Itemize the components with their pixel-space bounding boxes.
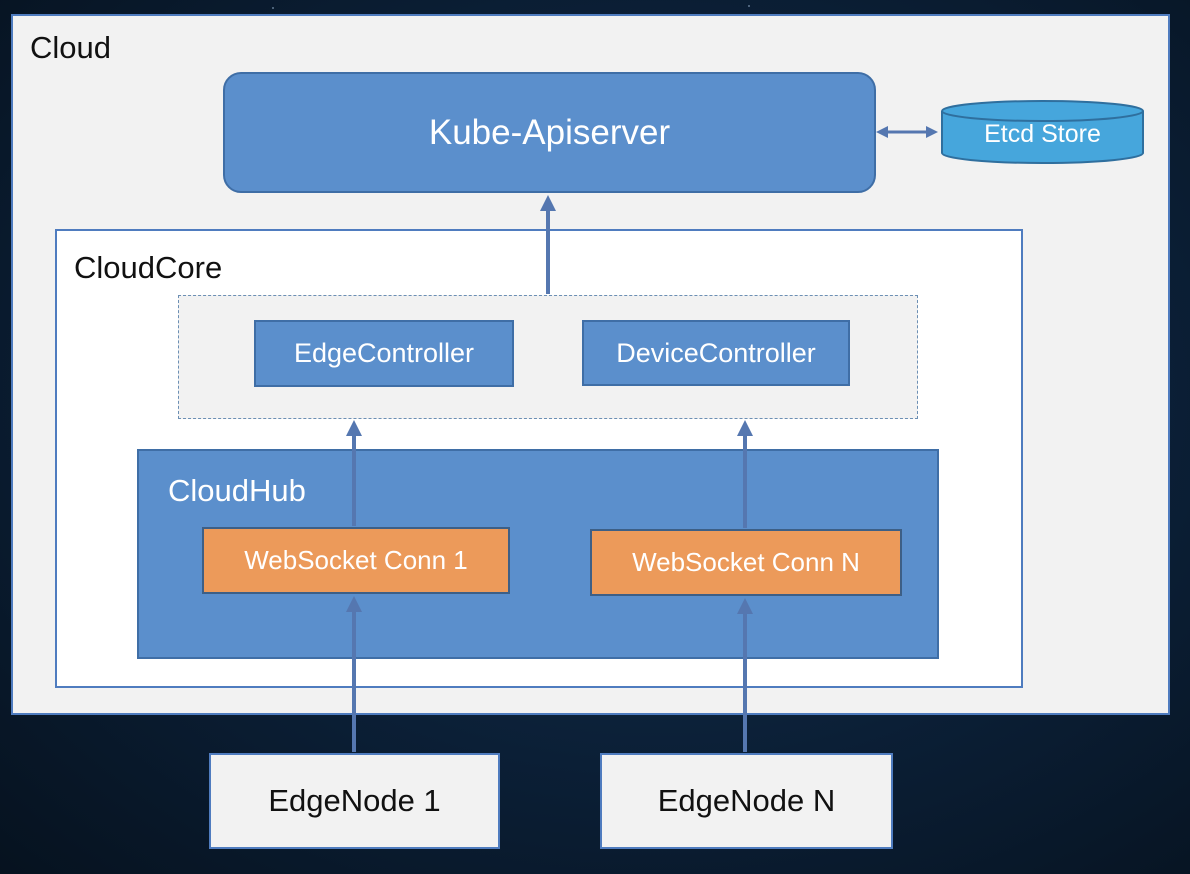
- edgenode-n-box: EdgeNode N: [600, 753, 893, 849]
- websocket-conn-1-box: WebSocket Conn 1: [202, 527, 510, 594]
- device-controller-label: DeviceController: [616, 337, 816, 368]
- websocket-conn-1-label: WebSocket Conn 1: [244, 545, 468, 575]
- websocket-conn-n-label: WebSocket Conn N: [632, 547, 860, 577]
- edgenode-1-box: EdgeNode 1: [209, 753, 500, 849]
- background-speck: [748, 5, 750, 7]
- etcd-store-label: Etcd Store: [984, 120, 1101, 148]
- edgenode-n-label: EdgeNode N: [657, 783, 836, 818]
- device-controller-box: DeviceController: [582, 320, 850, 386]
- kube-apiserver-box: Kube-Apiserver: [223, 72, 876, 193]
- edgenode-1-label: EdgeNode 1: [268, 783, 441, 818]
- background-speck: [272, 7, 274, 9]
- kube-apiserver-label: Kube-Apiserver: [428, 112, 671, 152]
- websocket-conn-n-box: WebSocket Conn N: [590, 529, 902, 596]
- edge-controller-label: EdgeController: [293, 338, 475, 368]
- edge-controller-box: EdgeController: [254, 320, 514, 387]
- cloudhub-label: CloudHub: [168, 473, 306, 508]
- cloudcore-label: CloudCore: [74, 250, 223, 285]
- cloud-label: Cloud: [30, 30, 111, 65]
- etcd-store-cylinder: [941, 100, 1144, 164]
